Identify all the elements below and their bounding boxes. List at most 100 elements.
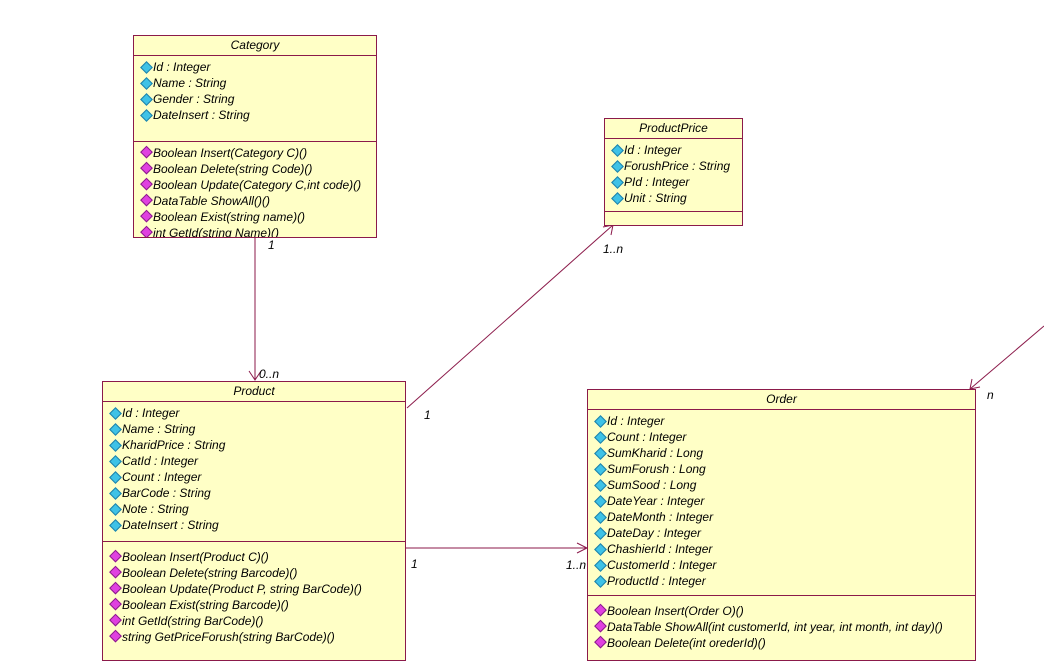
attribute-icon [594, 446, 607, 460]
multiplicity-product-order-source: 1 [411, 557, 418, 571]
operations-compartment [605, 212, 742, 225]
attribute: ProductId : Integer [594, 573, 975, 589]
attributes-compartment: Id : Integer ForushPrice : String PId : … [605, 139, 742, 212]
operation: Boolean Insert(Category C)() [140, 145, 376, 161]
operation: Boolean Delete(string Barcode)() [109, 565, 405, 581]
operation-icon [594, 635, 607, 648]
attribute: Id : Integer [611, 142, 742, 158]
attribute-icon [611, 175, 624, 189]
attribute: SumKharid : Long [594, 445, 975, 461]
attribute: PId : Integer [611, 174, 742, 190]
attribute: Id : Integer [109, 405, 405, 421]
attribute-icon [594, 414, 607, 428]
operation: int GetId(string BarCode)() [109, 613, 405, 629]
attribute-icon [594, 430, 607, 444]
operations-compartment: Boolean Insert(Order O)() DataTable Show… [588, 596, 975, 654]
operation-icon [594, 603, 607, 616]
attribute-icon [594, 526, 607, 540]
class-name: Product [103, 382, 405, 402]
class-name: Order [588, 390, 975, 410]
attribute: DateInsert : String [140, 107, 376, 123]
attributes-compartment: Id : Integer Name : String Gender : Stri… [134, 56, 376, 142]
attribute-icon [594, 494, 607, 508]
attribute: CatId : Integer [109, 453, 405, 469]
attribute-icon [594, 478, 607, 492]
attribute: Unit : String [611, 190, 742, 206]
operation: Boolean Insert(Product C)() [109, 549, 405, 565]
attribute-icon [611, 191, 624, 205]
operation: string GetPriceForush(string BarCode)() [109, 629, 405, 645]
multiplicity-external-order-target: n [987, 388, 994, 402]
attribute: BarCode : String [109, 485, 405, 501]
attribute-icon [109, 454, 122, 468]
operation-icon [109, 613, 122, 626]
arrowhead-category-product [248, 370, 262, 381]
attribute: Name : String [109, 421, 405, 437]
operation: Boolean Update(Category C,int code)() [140, 177, 376, 193]
class-order[interactable]: Order Id : Integer Count : Integer SumKh… [587, 389, 976, 661]
attribute-icon [109, 406, 122, 420]
attribute-icon [611, 143, 624, 157]
operation-icon [140, 145, 153, 158]
attribute: SumSood : Long [594, 477, 975, 493]
operation: DataTable ShowAll(int customerId, int ye… [594, 619, 975, 635]
class-name: Category [134, 36, 376, 56]
association-product-productprice [406, 224, 614, 409]
operation-icon [140, 193, 153, 206]
class-category[interactable]: Category Id : Integer Name : String Gend… [133, 35, 377, 238]
attribute-icon [594, 462, 607, 476]
attribute: Name : String [140, 75, 376, 91]
operation: Boolean Delete(string Code)() [140, 161, 376, 177]
attribute-icon [109, 422, 122, 436]
operation-icon [140, 177, 153, 190]
attribute-icon [594, 510, 607, 524]
multiplicity-category-product-source: 1 [268, 238, 275, 252]
attribute-icon [594, 542, 607, 556]
attribute: SumForush : Long [594, 461, 975, 477]
attribute: CustomerId : Integer [594, 557, 975, 573]
attribute-icon [140, 108, 153, 122]
operation-icon [109, 597, 122, 610]
attribute-icon [109, 470, 122, 484]
operation: Boolean Exist(string name)() [140, 209, 376, 225]
operations-compartment: Boolean Insert(Product C)() Boolean Dele… [103, 542, 405, 648]
multiplicity-category-product-target: 0..n [259, 367, 280, 381]
operation-icon [109, 549, 122, 562]
attribute-icon [140, 76, 153, 90]
operation: Boolean Exist(string Barcode)() [109, 597, 405, 613]
attribute-icon [109, 502, 122, 516]
operations-compartment: Boolean Insert(Category C)() Boolean Del… [134, 142, 376, 237]
operation-icon [140, 161, 153, 174]
attribute-icon [140, 92, 153, 106]
operation: Boolean Insert(Order O)() [594, 603, 975, 619]
attributes-compartment: Id : Integer Name : String KharidPrice :… [103, 402, 405, 542]
attribute-icon [109, 438, 122, 452]
class-product[interactable]: Product Id : Integer Name : String Khari… [102, 381, 406, 661]
operation-icon [109, 565, 122, 578]
operation-icon [594, 619, 607, 632]
class-name: ProductPrice [605, 119, 742, 139]
attribute-icon [109, 518, 122, 532]
attribute-icon [594, 574, 607, 588]
attribute: Gender : String [140, 91, 376, 107]
attribute: DateMonth : Integer [594, 509, 975, 525]
class-productprice[interactable]: ProductPrice Id : Integer ForushPrice : … [604, 118, 743, 226]
multiplicity-product-order-target: 1..n [566, 558, 587, 572]
attribute: DateDay : Integer [594, 525, 975, 541]
attribute: Note : String [109, 501, 405, 517]
operation: Boolean Update(Product P, string BarCode… [109, 581, 405, 597]
attribute: DateYear : Integer [594, 493, 975, 509]
multiplicity-product-productprice-target: 1..n [603, 242, 624, 256]
attribute: Id : Integer [140, 59, 376, 75]
association-external-order [969, 325, 1044, 390]
attribute: KharidPrice : String [109, 437, 405, 453]
operation-icon [140, 209, 153, 222]
operation: DataTable ShowAll()() [140, 193, 376, 209]
attribute-icon [594, 558, 607, 572]
attribute: Count : Integer [109, 469, 405, 485]
attribute-icon [109, 486, 122, 500]
multiplicity-product-productprice-source: 1 [424, 408, 431, 422]
attribute: Count : Integer [594, 429, 975, 445]
attribute: ChashierId : Integer [594, 541, 975, 557]
attribute-icon [140, 60, 153, 74]
